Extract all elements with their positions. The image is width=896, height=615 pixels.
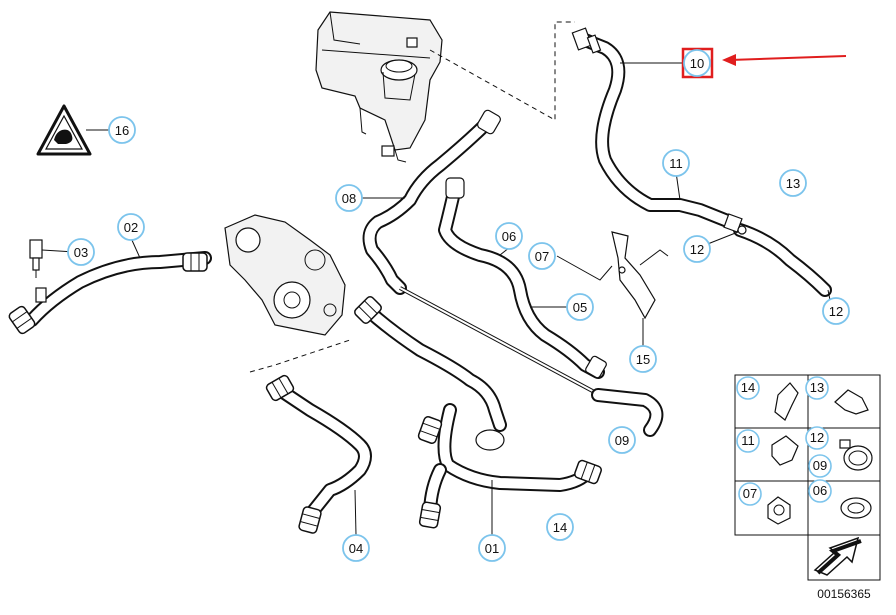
legend-cell-07[interactable]: 07 xyxy=(738,482,791,525)
svg-text:16: 16 xyxy=(115,123,129,138)
svg-text:14: 14 xyxy=(553,520,567,535)
svg-text:03: 03 xyxy=(74,245,88,260)
callout-02[interactable]: 02 xyxy=(117,213,145,241)
reference-number: 00156365 xyxy=(817,587,871,601)
svg-text:12: 12 xyxy=(829,304,843,319)
callout-12-a[interactable]: 12 xyxy=(683,235,711,263)
leader-line xyxy=(249,339,351,373)
svg-text:07: 07 xyxy=(535,249,549,264)
callouts: 16 02 03 08 06 07 05 15 10 11 13 12 12 0… xyxy=(67,49,850,562)
callout-06[interactable]: 06 xyxy=(495,222,523,250)
callout-01[interactable]: 01 xyxy=(478,534,506,562)
leader-lines xyxy=(41,62,831,536)
hose-12 xyxy=(723,213,832,297)
legend-cell-06[interactable]: 06 xyxy=(808,479,872,519)
highlight-box xyxy=(681,47,714,79)
svg-text:11: 11 xyxy=(741,433,755,448)
svg-text:12: 12 xyxy=(690,242,704,257)
svg-text:14: 14 xyxy=(741,380,755,395)
hose-10 xyxy=(571,27,737,229)
svg-text:02: 02 xyxy=(124,220,138,235)
hose-09 xyxy=(591,388,664,437)
legend-cell-11[interactable]: 11 xyxy=(736,429,799,466)
svg-text:13: 13 xyxy=(786,176,800,191)
callout-05[interactable]: 05 xyxy=(566,293,594,321)
svg-text:06: 06 xyxy=(813,483,827,498)
callout-09[interactable]: 09 xyxy=(608,426,636,454)
callout-10[interactable]: 10 xyxy=(683,49,711,77)
legend-cell-12-09[interactable]: 12 09 xyxy=(805,426,873,478)
hot-coolant-warning-icon xyxy=(36,104,92,156)
svg-text:11: 11 xyxy=(669,156,683,171)
callout-15[interactable]: 15 xyxy=(629,345,657,373)
legend-cell-13[interactable]: 13 xyxy=(805,376,869,415)
svg-text:09: 09 xyxy=(615,433,629,448)
callout-14[interactable]: 14 xyxy=(546,513,574,541)
water-pump xyxy=(224,214,346,336)
parts-legend-grid: 14 13 11 12 09 07 xyxy=(734,374,881,581)
svg-text:09: 09 xyxy=(813,458,827,473)
svg-text:01: 01 xyxy=(485,541,499,556)
svg-text:08: 08 xyxy=(342,191,356,206)
callout-03[interactable]: 03 xyxy=(67,238,95,266)
svg-text:04: 04 xyxy=(349,541,363,556)
svg-text:07: 07 xyxy=(743,486,757,501)
callout-04[interactable]: 04 xyxy=(342,534,370,562)
callout-13[interactable]: 13 xyxy=(779,169,807,197)
highlight-arrow-icon xyxy=(722,54,847,66)
svg-text:05: 05 xyxy=(573,300,587,315)
hose-02 xyxy=(6,251,212,336)
hose-05 xyxy=(438,177,607,379)
svg-text:12: 12 xyxy=(810,430,824,445)
legend-cell-14[interactable]: 14 xyxy=(736,376,799,421)
hose-08 xyxy=(362,109,501,295)
callout-16[interactable]: 16 xyxy=(108,116,136,144)
leader-line xyxy=(429,21,575,121)
bracket-15 xyxy=(611,231,669,320)
svg-text:15: 15 xyxy=(636,352,650,367)
svg-text:06: 06 xyxy=(502,229,516,244)
hose-04 xyxy=(264,373,372,535)
expansion-tank xyxy=(315,11,443,163)
callout-08[interactable]: 08 xyxy=(335,184,363,212)
svg-text:10: 10 xyxy=(690,56,704,71)
sensor-03 xyxy=(29,239,43,278)
callout-11[interactable]: 11 xyxy=(662,149,690,177)
callout-12-b[interactable]: 12 xyxy=(822,297,850,325)
callout-07[interactable]: 07 xyxy=(528,242,556,270)
hose-01 xyxy=(352,294,604,530)
svg-text:13: 13 xyxy=(810,380,824,395)
